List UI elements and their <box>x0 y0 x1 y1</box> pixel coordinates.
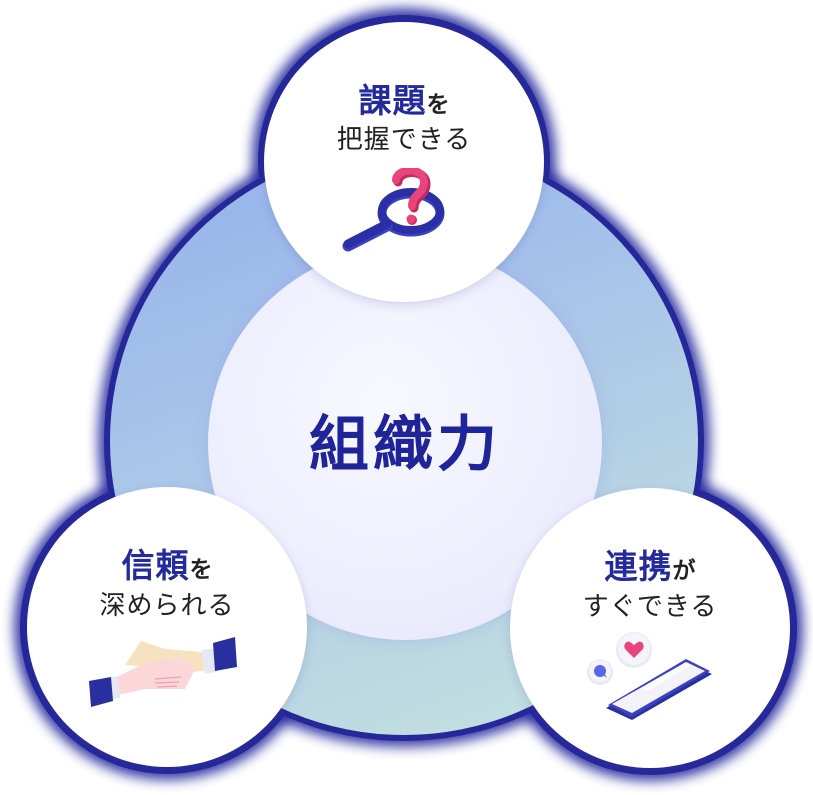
node-subtitle: すぐできる <box>582 592 718 622</box>
node-title-suffix: を <box>426 92 450 118</box>
node-title: 信頼を <box>27 539 307 587</box>
node-title: 課題を <box>264 74 544 122</box>
smartphone-chat-icon <box>587 632 712 720</box>
node-title-suffix: が <box>672 558 696 584</box>
node-issue-grasp: 課題を 把握できる <box>264 22 544 302</box>
node-title-highlight: 課題 <box>358 81 427 120</box>
node-title-highlight: 連携 <box>604 547 673 586</box>
handshake-icon <box>89 637 237 707</box>
node-subtitle: 把握できる <box>336 125 472 155</box>
node-title: 連携が <box>510 540 790 588</box>
node-subtitle: 深められる <box>99 591 235 621</box>
magnifier-question-icon <box>342 168 445 252</box>
center-circle: 組織力 <box>208 246 602 640</box>
node-title-suffix: を <box>189 557 213 583</box>
center-label: 組織力 <box>309 409 501 480</box>
node-trust: 信頼を 深められる <box>27 487 307 767</box>
node-title-highlight: 信頼 <box>121 546 190 585</box>
node-collaboration: 連携が すぐできる <box>510 488 790 768</box>
